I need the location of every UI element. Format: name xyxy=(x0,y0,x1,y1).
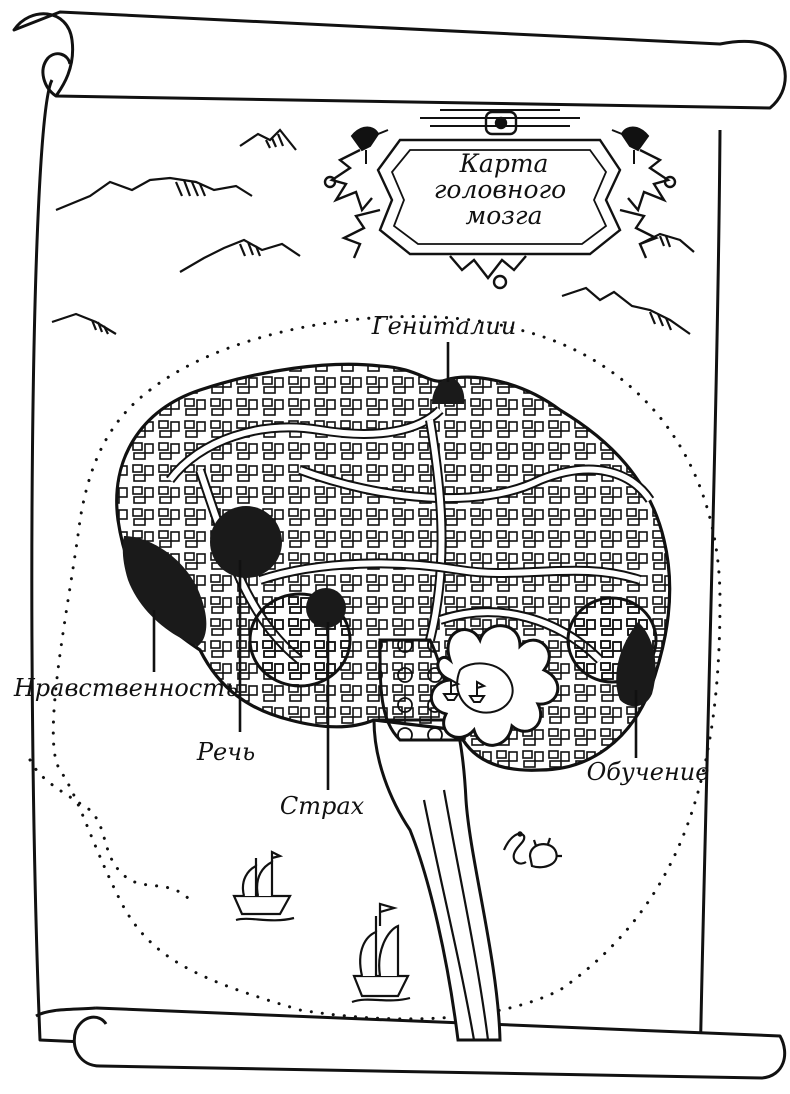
region-learning xyxy=(616,622,656,707)
map-title-line-1: Карта xyxy=(459,149,549,178)
sea-serpent-icon xyxy=(502,831,527,865)
region-genitals xyxy=(432,378,465,404)
region-labels: Гениталии Нравственность Речь Страх Обуч… xyxy=(13,312,710,820)
region-fear xyxy=(306,588,346,628)
ship-icon xyxy=(232,850,295,922)
map-title-line-3: мозга xyxy=(466,201,543,230)
label-morality: Нравственность xyxy=(13,674,238,702)
bird-icon xyxy=(350,126,650,164)
map-title-line-2: головного xyxy=(434,175,566,204)
label-genitals: Гениталии xyxy=(371,312,517,340)
label-speech: Речь xyxy=(196,738,255,766)
map-title: Карта головного мозга xyxy=(434,149,566,230)
leader-lines xyxy=(152,342,638,790)
label-learning: Обучение xyxy=(587,758,710,786)
sea-monster-icon xyxy=(528,837,562,869)
brain-regions xyxy=(122,378,656,707)
ship-icon-large xyxy=(351,902,411,1004)
compass-cartouche xyxy=(323,109,677,290)
region-morality xyxy=(122,536,207,646)
region-speech xyxy=(210,506,282,578)
dotted-coastline xyxy=(51,315,722,1021)
label-fear: Страх xyxy=(280,792,365,820)
lake-boats xyxy=(442,678,487,703)
brain-body xyxy=(115,362,672,772)
brain-stem xyxy=(372,718,502,1042)
mountain-icon xyxy=(51,128,695,335)
